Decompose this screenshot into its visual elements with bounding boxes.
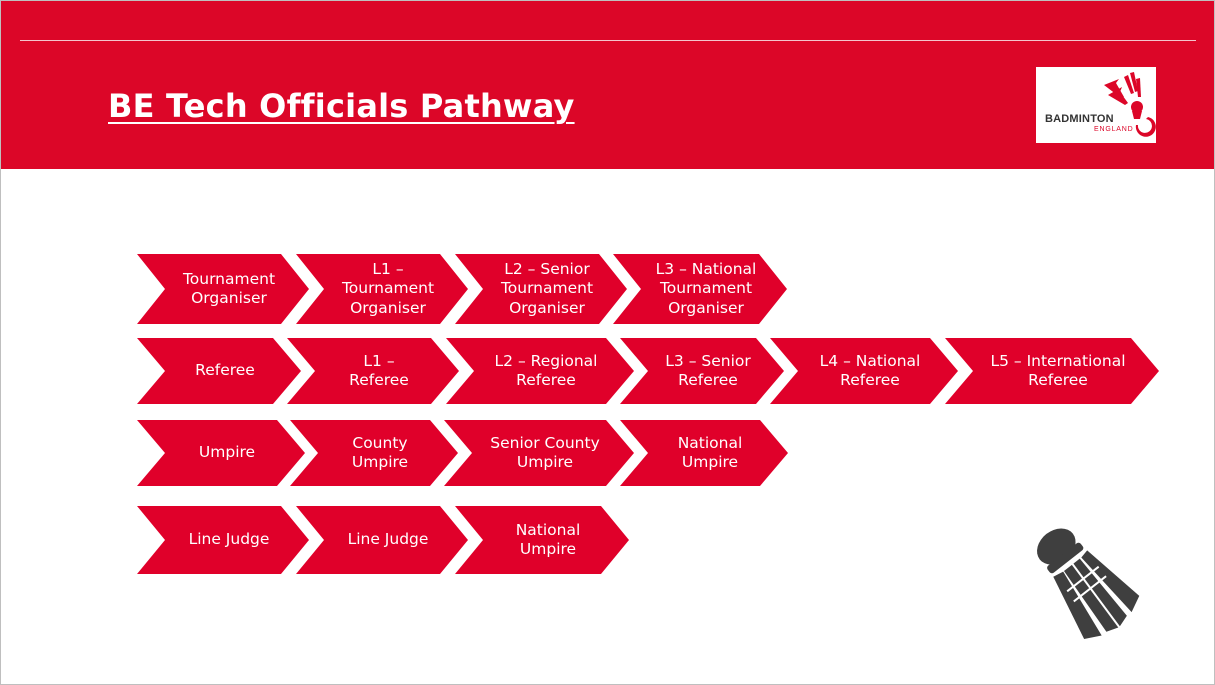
pathway-step-referee-4: L3 – Senior Referee	[620, 338, 784, 404]
pathway-step-referee-5: L4 – National Referee	[770, 338, 958, 404]
pathway-step-label: L4 – National Referee	[819, 351, 921, 390]
pathway-step-line-judge-3: National Umpire	[455, 506, 629, 574]
slide-title: BE Tech Officials Pathway	[108, 87, 575, 125]
pathway-step-referee-6: L5 – International Referee	[945, 338, 1159, 404]
logo-wordmark: BADMINTON	[1045, 113, 1114, 125]
pathway-step-label: L5 – International Referee	[990, 351, 1126, 390]
pathway-step-referee-2: L1 – Referee	[287, 338, 459, 404]
pathway-step-label: National Umpire	[515, 520, 581, 559]
pathway-step-label: National Umpire	[677, 433, 743, 472]
header-rule	[20, 40, 1196, 41]
shuttlecock-icon	[1019, 517, 1149, 647]
pathway-step-label: L3 – Senior Referee	[665, 351, 751, 390]
logo-subtext: ENGLAND	[1094, 126, 1134, 133]
pathway-step-label: L3 – National Tournament Organiser	[655, 259, 757, 317]
header-band	[1, 1, 1214, 169]
pathway-step-referee-1: Referee	[137, 338, 301, 404]
pathway-step-label: County Umpire	[351, 433, 409, 472]
pathway-step-umpire-4: National Umpire	[620, 420, 788, 486]
pathway-step-label: L2 – Senior Tournament Organiser	[500, 259, 594, 317]
pathway-step-tournament-organiser-2: L1 – Tournament Organiser	[296, 254, 468, 324]
pathway-step-label: L2 – Regional Referee	[494, 351, 598, 390]
pathway-step-line-judge-1: Line Judge	[137, 506, 309, 574]
pathway-step-label: Line Judge	[347, 530, 429, 549]
pathway-step-tournament-organiser-4: L3 – National Tournament Organiser	[613, 254, 787, 324]
pathway-step-label: Tournament Organiser	[182, 269, 276, 308]
pathway-step-label: L1 – Tournament Organiser	[341, 259, 435, 317]
pathway-step-label: Referee	[195, 361, 255, 380]
pathway-step-label: Line Judge	[188, 530, 270, 549]
pathway-step-tournament-organiser-3: L2 – Senior Tournament Organiser	[455, 254, 627, 324]
pathway-step-umpire-3: Senior County Umpire	[444, 420, 634, 486]
pathway-step-tournament-organiser-1: Tournament Organiser	[137, 254, 309, 324]
pathway-step-label: Umpire	[198, 443, 256, 462]
pathway-step-referee-3: L2 – Regional Referee	[446, 338, 634, 404]
pathway-step-label: Senior County Umpire	[490, 433, 600, 472]
pathway-step-line-judge-2: Line Judge	[296, 506, 468, 574]
pathway-step-umpire-1: Umpire	[137, 420, 305, 486]
pathway-step-umpire-2: County Umpire	[290, 420, 458, 486]
badminton-england-logo: BADMINTON ENGLAND	[1036, 67, 1156, 143]
pathway-step-label: L1 – Referee	[349, 351, 409, 390]
